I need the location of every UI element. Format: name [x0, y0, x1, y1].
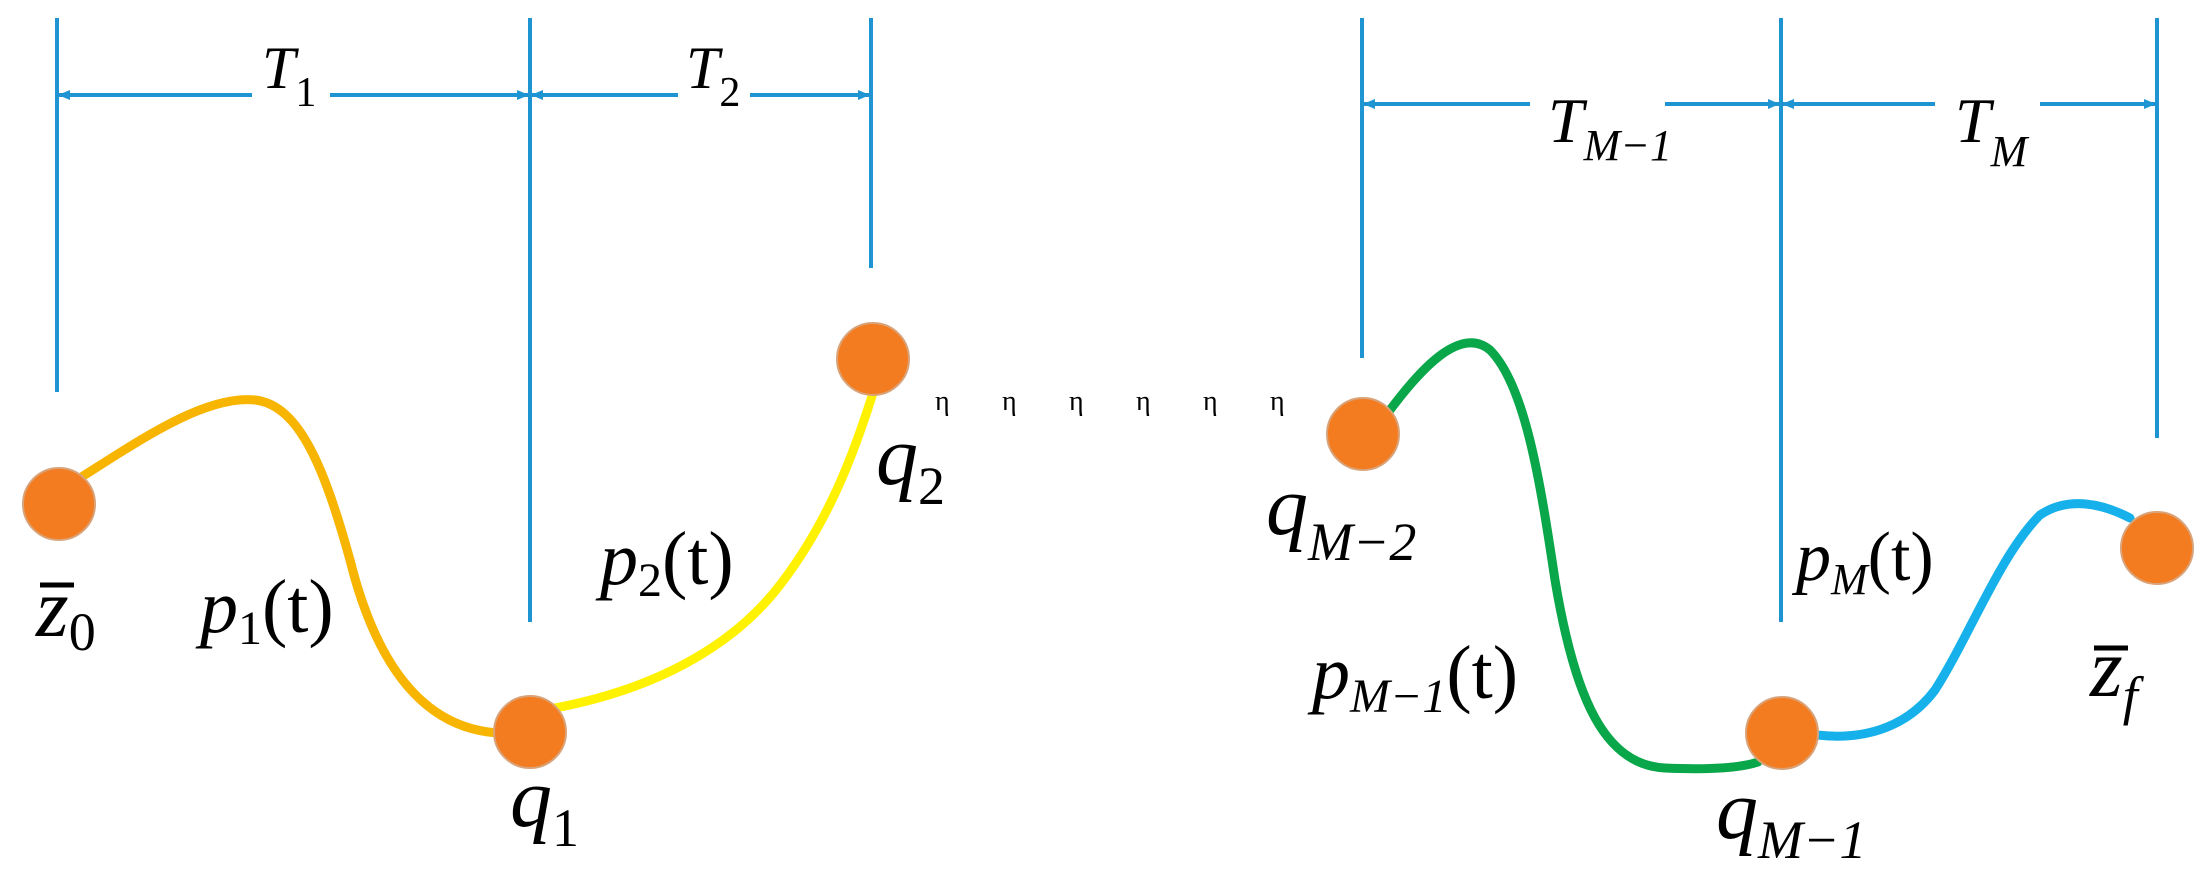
label-T1: T1	[262, 35, 316, 116]
curve-p2	[550, 388, 878, 713]
ellipsis-glyph: η	[1069, 386, 1084, 417]
curve-p1	[75, 395, 503, 738]
nodes	[22, 322, 2194, 770]
label-T2: T2	[686, 35, 740, 116]
label-q2: q2	[876, 410, 945, 516]
label-qM1: qM−1	[1716, 764, 1866, 870]
label-pM: pM(t)	[1791, 519, 1934, 604]
label-qM2: qM−2	[1266, 460, 1416, 572]
label-p1: p1(t)	[195, 565, 334, 655]
node-qM2	[1326, 397, 1400, 471]
ellipsis-glyph: η	[1136, 386, 1151, 417]
interval-arrows	[58, 90, 2156, 109]
node-zf	[2120, 511, 2194, 585]
ellipsis-glyph: η	[1270, 386, 1285, 417]
label-z0-text: z0	[35, 562, 96, 662]
node-q2	[836, 322, 910, 396]
label-zf: zf	[2089, 622, 2145, 726]
ellipsis-glyph: η	[1203, 386, 1218, 417]
ellipsis: η η η η η η	[935, 386, 1285, 417]
label-q1: q1	[510, 752, 579, 858]
curve-pM	[1812, 499, 2135, 741]
label-TM: TM	[1955, 85, 2030, 176]
curve-pM1	[1385, 338, 1763, 774]
label-p2: p2(t)	[595, 517, 734, 607]
ellipsis-glyph: η	[935, 386, 950, 417]
label-zf-text: zf	[2089, 622, 2145, 726]
label-TM1: TM−1	[1548, 85, 1672, 170]
node-q1	[493, 695, 567, 769]
trajectory-curves	[75, 338, 2135, 774]
ellipsis-glyph: η	[1002, 386, 1017, 417]
node-qM1	[1745, 696, 1819, 770]
guide-lines	[55, 18, 2159, 622]
node-z0	[22, 467, 96, 541]
label-z0: z0	[35, 562, 96, 662]
label-pM1: pM−1(t)	[1307, 631, 1518, 723]
